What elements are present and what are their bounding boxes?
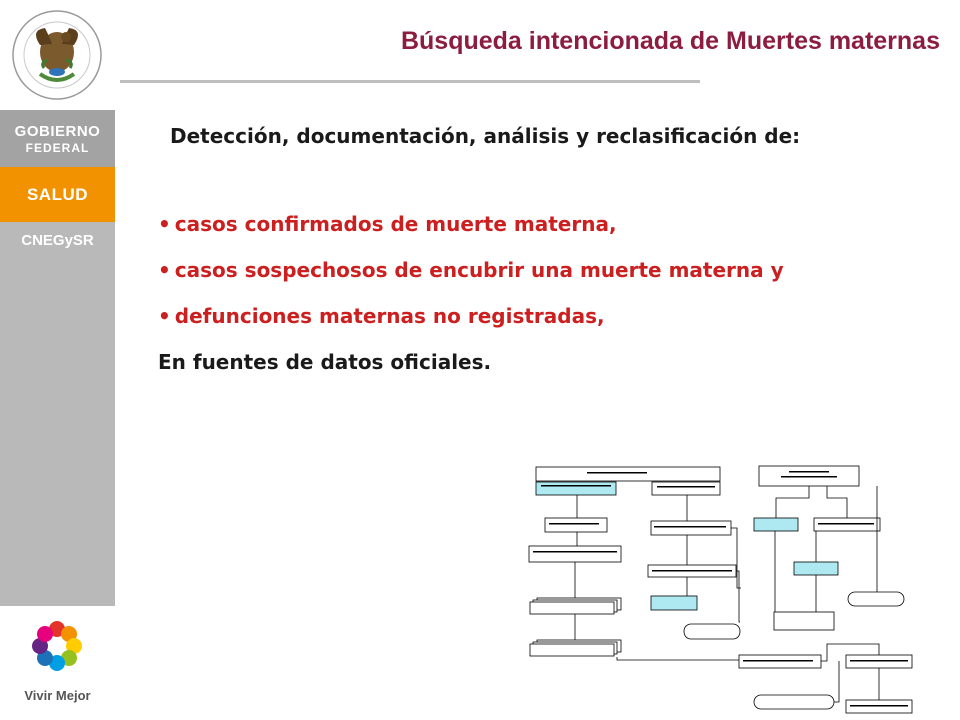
flow-box xyxy=(753,517,799,532)
process-flowchart xyxy=(527,462,939,718)
flow-box xyxy=(650,520,732,536)
flow-box xyxy=(793,561,839,576)
mexico-seal xyxy=(0,0,115,110)
flow-box xyxy=(773,611,835,631)
flow-doc xyxy=(529,601,615,615)
bullet-item: •casos confirmados de muerte materna, xyxy=(158,212,617,236)
bullet-dot-icon: • xyxy=(158,304,171,328)
flow-box xyxy=(650,595,698,611)
flow-terminal xyxy=(847,591,905,607)
intro-text: Detección, documentación, análisis y rec… xyxy=(170,124,801,148)
bullet-text: casos sospechosos de encubrir una muerte… xyxy=(174,258,784,282)
outro-text: En fuentes de datos oficiales. xyxy=(158,350,492,374)
bullet-dot-icon: • xyxy=(158,212,171,236)
bullet-item: •defunciones maternas no registradas, xyxy=(158,304,605,328)
bullet-text: casos confirmados de muerte materna, xyxy=(174,212,617,236)
bullet-dot-icon: • xyxy=(158,258,171,282)
flow-terminal xyxy=(683,623,741,640)
flower-logo-icon xyxy=(32,621,82,671)
title-divider xyxy=(120,80,700,83)
eagle-seal-icon xyxy=(12,10,102,100)
sidebar: GOBIERNO FEDERAL SALUD CNEGySR Vivir Mej… xyxy=(0,0,115,720)
flow-box xyxy=(528,545,622,563)
flow-box xyxy=(651,481,721,496)
gobierno-federal-badge: GOBIERNO FEDERAL xyxy=(0,110,115,167)
flow-box xyxy=(544,517,608,533)
org-label: CNEGySR xyxy=(21,232,94,249)
bullet-item: •casos sospechosos de encubrir una muert… xyxy=(158,258,784,282)
flow-box xyxy=(535,466,721,482)
vivir-mejor-logo: Vivir Mejor xyxy=(0,606,115,720)
flowchart-diagram xyxy=(528,465,913,714)
salud-badge: SALUD xyxy=(0,167,115,222)
gobierno-label: GOBIERNO xyxy=(14,123,101,140)
flow-box xyxy=(535,481,617,496)
flow-doc xyxy=(529,643,615,657)
page-title: Búsqueda intencionada de Muertes materna… xyxy=(400,27,940,55)
federal-label: FEDERAL xyxy=(25,141,90,155)
bullet-text: defunciones maternas no registradas, xyxy=(174,304,605,328)
vivir-mejor-label: Vivir Mejor xyxy=(24,688,91,703)
flow-terminal xyxy=(753,694,835,710)
